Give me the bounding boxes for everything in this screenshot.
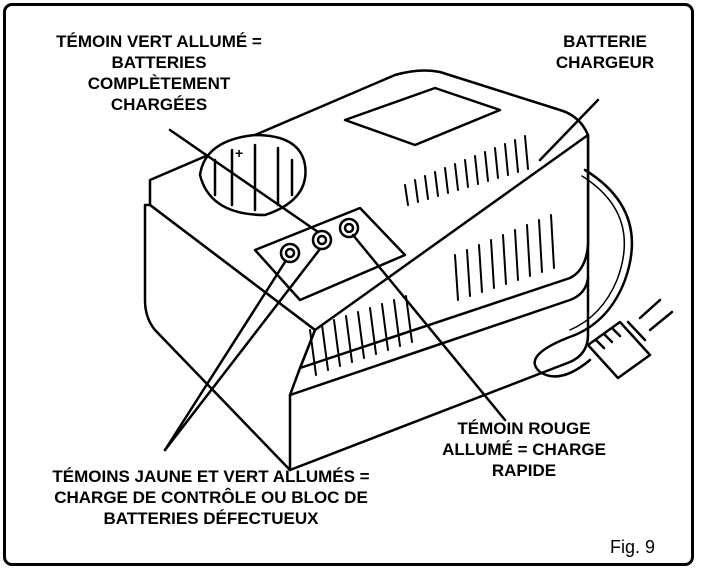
leader-yellow-2 bbox=[163, 247, 322, 452]
vent-front bbox=[309, 295, 413, 376]
yellow-indicator bbox=[279, 242, 301, 264]
vent-top-right bbox=[404, 135, 529, 206]
figure-caption: Fig. 9 bbox=[610, 537, 656, 557]
red-indicator bbox=[338, 217, 360, 239]
leader-yellow-1 bbox=[163, 260, 287, 452]
power-plug bbox=[586, 298, 674, 380]
green-indicator-label: TÉMOIN VERT ALLUMÉ = BATTERIES COMPLÈTEM… bbox=[56, 32, 262, 114]
power-cord bbox=[533, 168, 634, 378]
yellow-green-indicator-label: TÉMOINS JAUNE ET VERT ALLUMÉS = CHARGE D… bbox=[52, 467, 370, 528]
leader-lines bbox=[163, 98, 600, 452]
leader-green bbox=[168, 128, 320, 234]
charger-bottom-edge bbox=[288, 243, 590, 472]
indicator-panel bbox=[253, 206, 407, 302]
power-cord-inner bbox=[569, 175, 625, 331]
red-indicator-label: TÉMOIN ROUGE ALLUMÉ = CHARGE RAPIDE bbox=[442, 419, 606, 480]
label-recess bbox=[343, 86, 502, 147]
charger-right-face bbox=[288, 276, 590, 397]
leader-red bbox=[351, 233, 507, 422]
vent-right-side bbox=[454, 214, 555, 301]
leader-battery bbox=[538, 98, 600, 162]
battery-charger-label: BATTERIE CHARGEUR bbox=[555, 32, 655, 72]
polarity-mark: + bbox=[235, 145, 243, 161]
battery-well bbox=[198, 133, 307, 217]
green-indicator bbox=[311, 229, 333, 251]
charger-front-panel bbox=[143, 203, 317, 472]
